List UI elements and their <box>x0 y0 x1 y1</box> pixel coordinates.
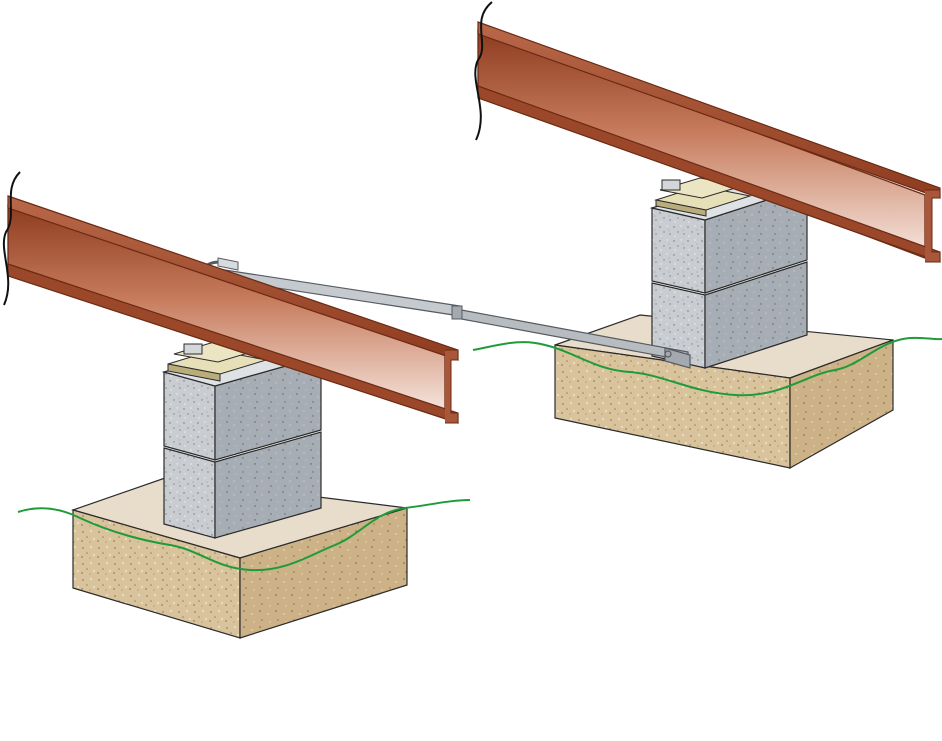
pier-right <box>649 174 810 369</box>
cross-brace <box>200 257 691 369</box>
ground-line-left <box>17 499 471 572</box>
pier-left <box>161 341 324 539</box>
beam-right <box>474 1 941 263</box>
ground-line-right <box>472 336 942 397</box>
beam-break-line-left <box>2 171 21 306</box>
beam-break-line-right <box>474 1 493 141</box>
beam-left <box>2 171 459 424</box>
